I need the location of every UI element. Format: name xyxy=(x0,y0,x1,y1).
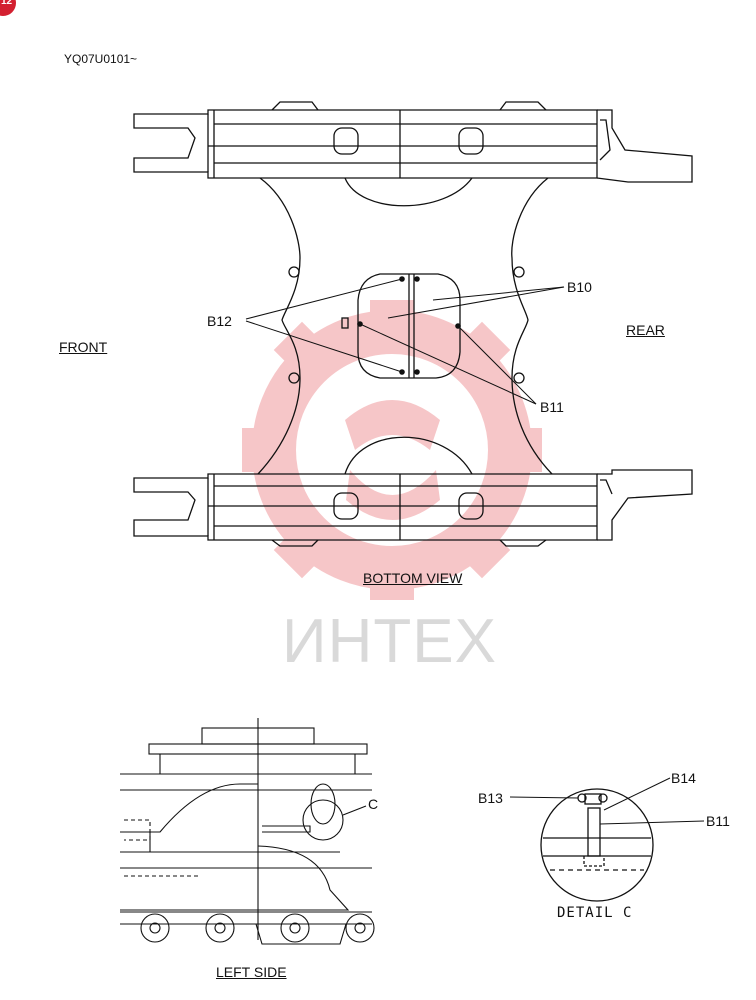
top-side-frame xyxy=(133,101,693,183)
callout-b12: B12 xyxy=(207,313,232,329)
bottom-view-caption: BOTTOM VIEW xyxy=(363,570,463,586)
detail-c-circle-marker xyxy=(302,799,344,841)
callout-b13: B13 xyxy=(478,790,503,806)
page-number: 12 xyxy=(1,0,13,7)
watermark-gear-logo xyxy=(242,300,542,600)
watermark-text: ИНТЕХ xyxy=(282,607,497,676)
detail-marker-c: C xyxy=(368,796,379,812)
callout-b14: B14 xyxy=(671,770,696,786)
rear-label: REAR xyxy=(626,322,665,338)
left-side-view xyxy=(120,718,375,945)
callout-b10: B10 xyxy=(567,279,592,295)
detail-c-caption: DETAIL C xyxy=(557,905,633,921)
bottom-side-frame xyxy=(133,469,693,547)
left-side-caption: LEFT SIDE xyxy=(216,964,287,980)
callout-b11: B11 xyxy=(540,399,564,415)
callout-b11-detail: B11 xyxy=(706,813,730,829)
detail-c-view xyxy=(540,788,654,902)
page-number-badge: 12 xyxy=(0,0,16,16)
callout-leaders xyxy=(245,276,705,825)
front-label: FRONT xyxy=(59,339,108,355)
center-frame-body xyxy=(257,177,553,475)
document-code: YQ07U0101~ xyxy=(64,52,138,66)
